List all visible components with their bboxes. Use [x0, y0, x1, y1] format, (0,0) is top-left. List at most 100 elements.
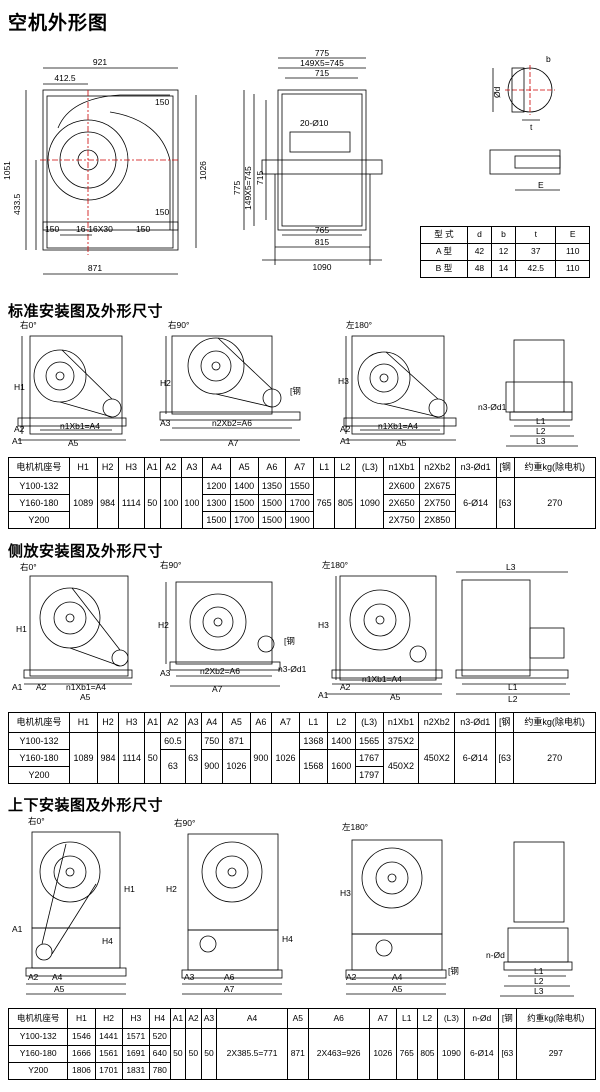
std-header: n2Xb2 [418, 457, 456, 478]
view-label-r90: 右90° [168, 320, 189, 330]
ud-a5: 871 [286, 1028, 309, 1080]
type-cell: 42.5 [515, 260, 557, 278]
side-label-n2: n2Xb2=A6 [200, 666, 240, 676]
std-a5: 1400 [229, 477, 259, 495]
view-label-r0b: 右0° [20, 562, 37, 572]
dim-e: E [538, 180, 544, 190]
ud-h4: 780 [148, 1062, 171, 1080]
section-title-standard: 标准安装图及外形尺寸 [8, 303, 164, 320]
ud-model: Y160-180 [7, 1045, 69, 1063]
ud-header: H1 [67, 1008, 96, 1029]
label-l3: L3 [536, 436, 546, 446]
dim-150-b: 150 [155, 207, 169, 217]
side-steel: [63 [495, 732, 515, 784]
ud-h1: 1806 [67, 1062, 96, 1080]
side-header: n2Xb2 [418, 712, 456, 733]
side-n1: 375X2 [382, 732, 420, 750]
page-title: 空机外形图 [8, 13, 109, 34]
label-n1b: n1Xb1=A4 [378, 421, 418, 431]
dim-1090: 1090 [313, 262, 332, 272]
ud-header: 约重kg(除电机) [515, 1008, 597, 1029]
ud-header: 电机机座号 [7, 1008, 69, 1029]
side-header: L1 [298, 712, 328, 733]
type-cell: 48 [466, 260, 492, 278]
side-header: A2 [160, 712, 186, 733]
ud-model: Y100-132 [7, 1028, 69, 1046]
side-header: [钢 [495, 712, 515, 733]
dim-765: 765 [315, 225, 329, 235]
std-header: H1 [68, 457, 98, 478]
label-l2: L2 [536, 426, 546, 436]
std-l2: 805 [334, 477, 357, 529]
side-l3: 1767 [354, 749, 384, 767]
std-header: H2 [96, 457, 119, 478]
side-a4: 900 [200, 749, 223, 784]
ud-h2: 1441 [94, 1028, 123, 1046]
side-label-h3: H3 [318, 620, 329, 630]
section-title-side: 侧放安装图及外形尺寸 [8, 543, 164, 560]
std-a7: 1900 [285, 511, 315, 529]
ud-model: Y200 [7, 1062, 69, 1080]
side-header: H3 [118, 712, 146, 733]
side-label-h2: H2 [158, 620, 169, 630]
label-n3: n3-Ød1 [478, 402, 507, 412]
ud-h3: 1571 [121, 1028, 150, 1046]
ud-label-a1: A1 [12, 924, 23, 934]
ud-l3: 1090 [437, 1028, 466, 1080]
label-a5b: A5 [396, 438, 407, 448]
type-cell: 14 [490, 260, 517, 278]
ud-header: L1 [395, 1008, 418, 1029]
dim-412: 412.5 [54, 73, 76, 83]
std-n1: 2X650 [383, 494, 420, 512]
view-label-l180b: 左180° [322, 560, 348, 570]
type-header-0: 型 式 [420, 226, 468, 244]
side-label-a5: A5 [80, 692, 91, 702]
ud-a7: 1026 [368, 1028, 397, 1080]
ud-label-a4: A4 [52, 972, 63, 982]
type-cell: 42 [466, 243, 492, 261]
dim-150-c: 150 [45, 224, 59, 234]
std-l3: 1090 [355, 477, 385, 529]
ud-header: H2 [94, 1008, 123, 1029]
ud-h3: 1831 [121, 1062, 150, 1080]
side-a5: 1026 [221, 749, 251, 784]
ud-h1: 1546 [67, 1028, 96, 1046]
ud-a1: 50 [169, 1028, 187, 1080]
side-label-n1b: n1Xb1=A4 [362, 674, 402, 684]
side-label-a2b: A2 [340, 682, 351, 692]
std-a7: 1700 [285, 494, 315, 512]
label-n1: n1Xb1=A4 [60, 421, 100, 431]
label-l1: L1 [536, 416, 546, 426]
side-a5: 871 [221, 732, 251, 750]
ud-header: n-Ød [464, 1008, 500, 1029]
side-n2: 450X2 [418, 732, 456, 784]
label-a2: A2 [14, 424, 25, 434]
front-casing [42, 89, 179, 251]
view-label-r0c: 右0° [28, 816, 45, 826]
type-cell: B 型 [420, 260, 468, 278]
side-header: A7 [271, 712, 300, 733]
ud-label-steel: [钢 [448, 966, 459, 976]
ud-header: A6 [307, 1008, 370, 1029]
side-model: Y160-180 [7, 749, 71, 767]
ud-l1: 765 [395, 1028, 418, 1080]
ud-label-a6: A6 [224, 972, 235, 982]
std-header: A6 [257, 457, 287, 478]
ud-header: H4 [148, 1008, 171, 1029]
std-header: A7 [285, 457, 315, 478]
ud-label-a7: A7 [224, 984, 235, 994]
std-h3: 1114 [117, 477, 145, 529]
section-title-updown: 上下安装图及外形尺寸 [8, 797, 164, 814]
label-a5: A5 [68, 438, 79, 448]
side-a7: 1026 [271, 732, 300, 784]
dim-b: b [546, 54, 551, 64]
ud-label-l1: L1 [534, 966, 544, 976]
std-l1: 765 [313, 477, 336, 529]
dim-433: 433.5 [12, 193, 22, 215]
ud-a3: 50 [200, 1028, 218, 1080]
side-label-a7: A7 [212, 684, 223, 694]
std-a5: 1500 [229, 494, 259, 512]
std-a4: 1200 [201, 477, 231, 495]
std-a7: 1550 [285, 477, 315, 495]
ud-weight: 297 [515, 1028, 597, 1080]
